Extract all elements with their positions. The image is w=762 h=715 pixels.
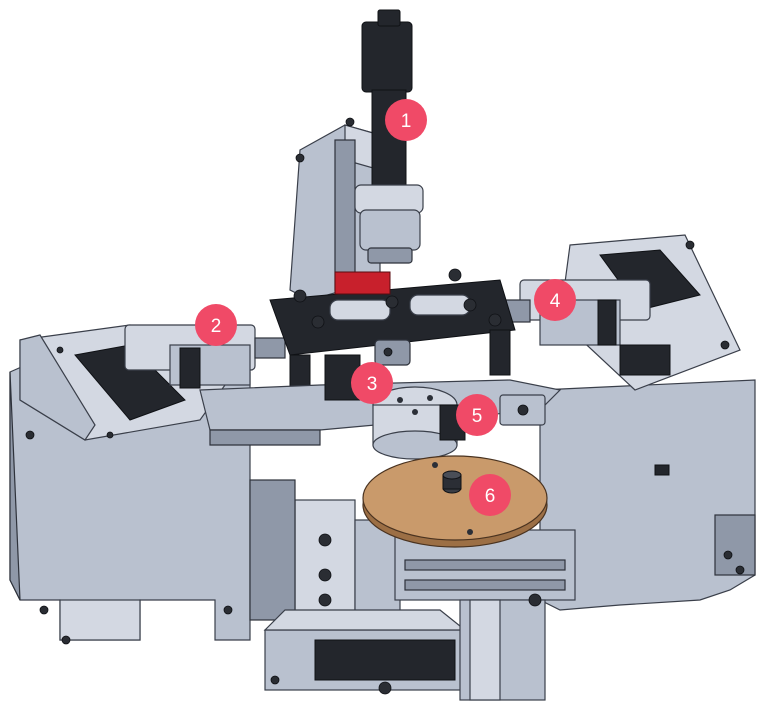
lower-left-stage (249, 479, 467, 695)
camera (354, 9, 424, 264)
sample-turntable (362, 455, 548, 548)
callout-4-marker (534, 279, 576, 321)
rotary-holder (372, 386, 546, 460)
callout-4-label: 4 (550, 291, 561, 312)
callout-5-label: 5 (472, 406, 483, 427)
callout-2-marker (195, 304, 237, 346)
callout-3-marker (351, 362, 393, 404)
callout-2: 2 (195, 304, 237, 346)
callout-6: 6 (469, 474, 511, 516)
bridge (269, 268, 516, 396)
right-slide-stage (489, 234, 741, 391)
right-base (539, 379, 756, 611)
callout-6-marker (469, 474, 511, 516)
callout-3-label: 3 (367, 374, 378, 395)
callout-4: 4 (534, 279, 576, 321)
callout-1-marker (385, 99, 427, 141)
callout-5: 5 (456, 394, 498, 436)
callout-1-label: 1 (401, 111, 412, 132)
callout-3: 3 (351, 362, 393, 404)
callout-5-marker (456, 394, 498, 436)
tower-support (289, 117, 381, 301)
callout-2-label: 2 (211, 316, 222, 337)
callout-6-label: 6 (485, 486, 496, 507)
callout-1: 1 (385, 99, 427, 141)
